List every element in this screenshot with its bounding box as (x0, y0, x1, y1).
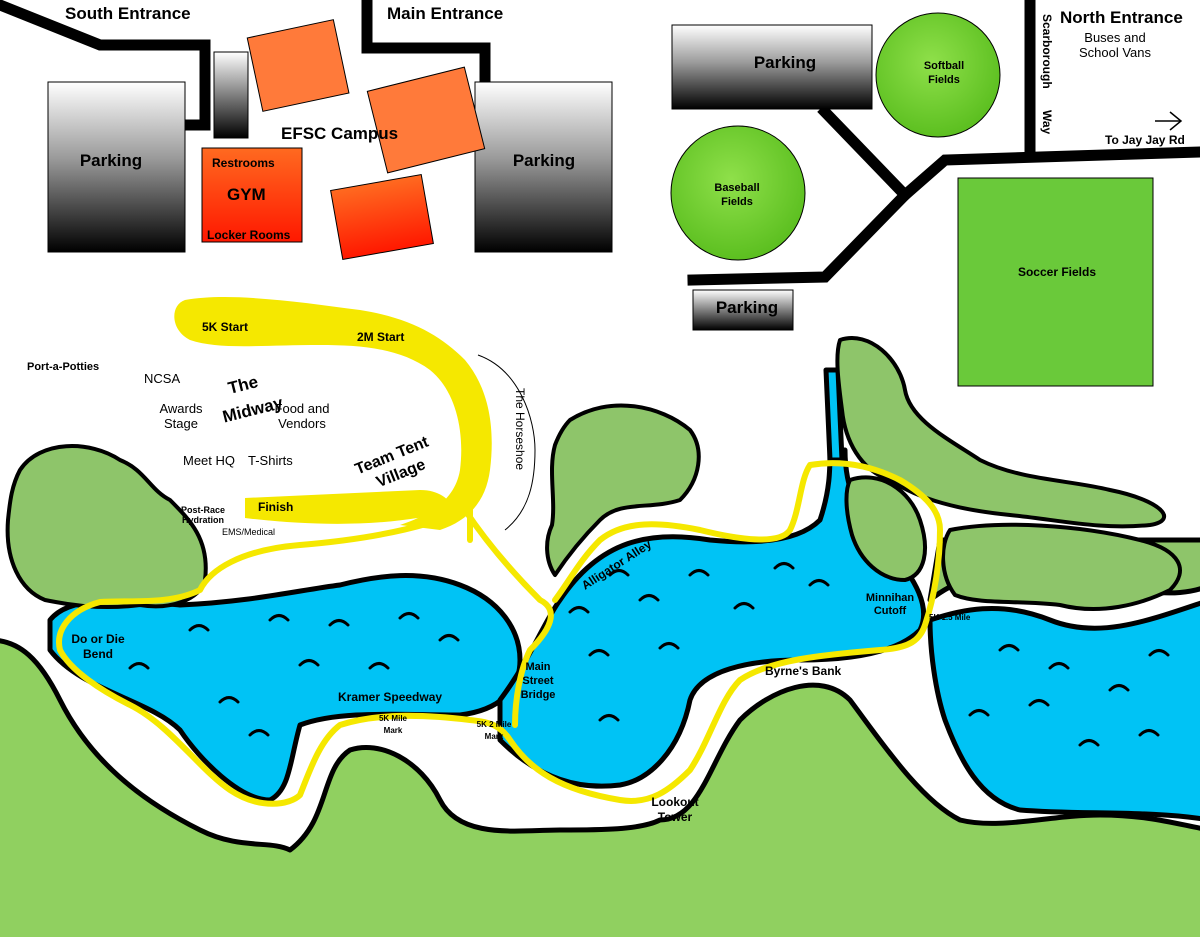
byrnes-bank-label: Byrne's Bank (765, 664, 842, 678)
race-course (56, 460, 943, 807)
awards-stage-label-2: Stage (164, 416, 198, 431)
minnihan-cutoff-label-1: Minnihan (866, 592, 915, 604)
baseball-label-2: Fields (721, 196, 753, 208)
food-vendors-label-1: Food and (275, 401, 330, 416)
baseball-label-1: Baseball (714, 182, 759, 194)
mile-mark-5k-1-5-label: 5K 1.5 Mile (929, 613, 971, 622)
kramer-speedway-label: Kramer Speedway (338, 690, 442, 704)
start-2m-label: 2M Start (357, 330, 404, 344)
campus-title: EFSC Campus (281, 124, 398, 143)
start-5k-label: 5K Start (202, 320, 248, 334)
tree-cluster-east (941, 522, 1182, 612)
mile-mark-5k-2-label-2: Mark (485, 732, 504, 741)
parking-lot-west (47, 81, 186, 253)
parking-central-label: Parking (513, 151, 575, 170)
parking-west-label: Parking (80, 151, 142, 170)
main-street-bridge-label-1: Main (525, 661, 550, 673)
arrow-right-icon (1155, 111, 1183, 131)
main-street-bridge-label-3: Bridge (521, 689, 556, 701)
main-street-bridge-label-2: Street (522, 675, 554, 687)
minnihan-cutoff-label-2: Cutoff (874, 605, 907, 617)
mile-mark-5k-label-2: Mark (384, 726, 403, 735)
north-entrance-note-1: Buses and (1084, 30, 1145, 45)
tree-cluster-island (844, 475, 927, 582)
ncsa-label: NCSA (144, 371, 180, 386)
parking-small-label: Parking (716, 298, 778, 317)
gym-label: GYM (227, 185, 266, 204)
scarborough-way-label-2: Way (1040, 110, 1054, 135)
post-race-hydration-label-2: Hydration (182, 515, 224, 525)
finish-chute (245, 490, 455, 524)
port-a-potties-label: Port-a-Potties (27, 361, 99, 373)
baseball-field (670, 125, 806, 261)
mile-mark-5k-2-label-1: 5K 2 Mile (477, 720, 512, 729)
ems-medical-label: EMS/Medical (222, 527, 275, 537)
river-west (47, 573, 523, 803)
roads (0, 0, 1200, 286)
softball-field (875, 12, 1001, 138)
do-or-die-label-1: Do or Die (71, 632, 125, 646)
soccer-label: Soccer Fields (1018, 265, 1096, 279)
food-vendors-label-2: Vendors (278, 416, 326, 431)
parking-lot-small (692, 289, 794, 331)
horseshoe-label: The Horseshoe (513, 388, 527, 470)
horseshoe-arc (477, 354, 536, 531)
jay-jay-rd-label: To Jay Jay Rd (1105, 133, 1185, 147)
campus-building-2 (366, 66, 486, 174)
tshirts-label: T-Shirts (248, 453, 293, 468)
the-midway-label-1: The (226, 372, 260, 398)
start-corridor (174, 297, 492, 530)
post-race-hydration-label-1: Post-Race (181, 505, 225, 515)
locker-rooms-label: Locker Rooms (207, 228, 291, 242)
soccer-field (957, 177, 1154, 387)
south-grass (0, 638, 1200, 937)
gym-building (201, 147, 303, 243)
do-or-die-label-2: Bend (83, 647, 113, 661)
south-entrance-label: South Entrance (65, 4, 191, 23)
softball-label-2: Fields (928, 74, 960, 86)
meet-hq-label: Meet HQ (183, 453, 235, 468)
softball-label-1: Softball (924, 60, 964, 72)
parking-lot-north (671, 24, 873, 110)
parking-north-label: Parking (754, 53, 816, 72)
campus-building-3 (330, 173, 434, 261)
lookout-tower-label-2: Tower (658, 810, 693, 824)
scarborough-way-label-1: Scarborough (1040, 14, 1054, 89)
water-waves (128, 562, 1170, 747)
tree-cluster-west (5, 444, 208, 610)
river-east (927, 600, 1200, 822)
campus-building-1 (246, 19, 350, 112)
tree-cluster-north (835, 336, 1166, 529)
lookout-tower-label-1: Lookout (651, 795, 698, 809)
parking-strip (213, 51, 249, 139)
main-entrance-label: Main Entrance (387, 4, 503, 23)
mile-mark-5k-label-1: 5K Mile (379, 714, 408, 723)
north-entrance-note-2: School Vans (1079, 45, 1152, 60)
finish-label: Finish (258, 500, 293, 514)
north-entrance-label: North Entrance (1060, 8, 1183, 27)
restrooms-label: Restrooms (212, 156, 275, 170)
parking-lot-central (474, 81, 613, 253)
tree-cluster-center (545, 403, 701, 577)
awards-stage-label-1: Awards (159, 401, 203, 416)
